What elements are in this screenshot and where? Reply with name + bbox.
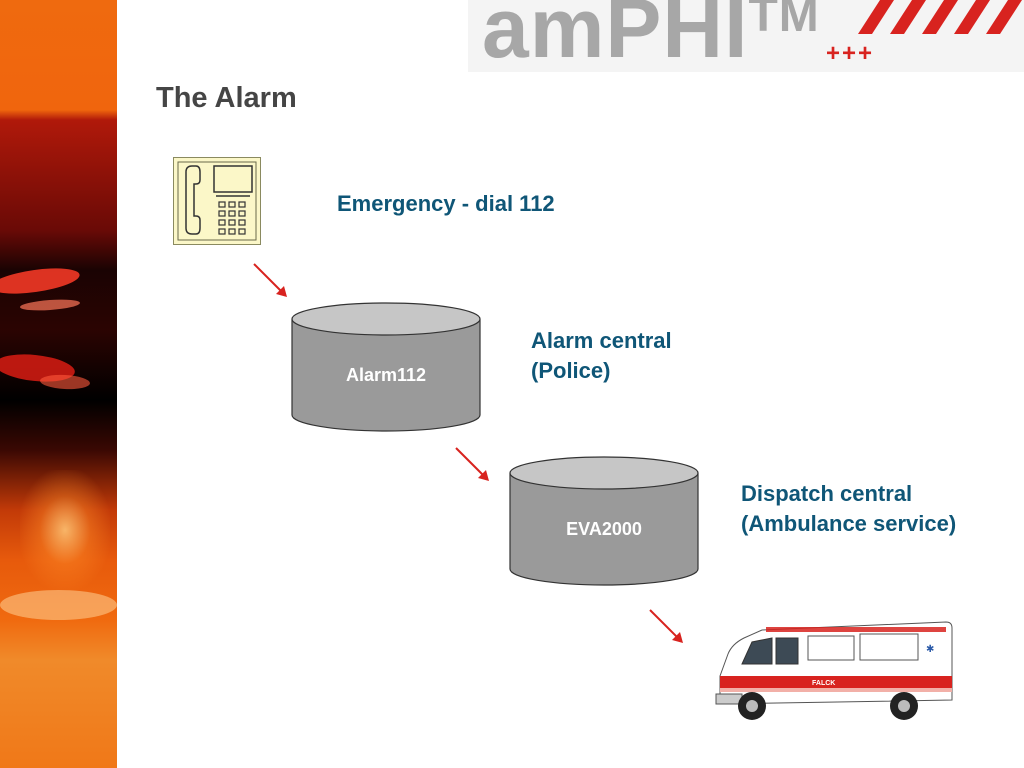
eva2000-label: EVA2000 — [566, 519, 642, 539]
ambulance-side-text: FALCK — [812, 680, 835, 687]
arrow-down-right-icon — [253, 263, 287, 297]
logo-trademark: TM — [748, 0, 820, 42]
alarm112-database: Alarm112 — [290, 302, 482, 434]
svg-text:✱: ✱ — [926, 644, 934, 655]
dispatch-central-label: Dispatch central (Ambulance service) — [741, 479, 956, 539]
alarm112-label: Alarm112 — [345, 365, 427, 385]
logo-banner — [468, 0, 1024, 72]
slide-title: The Alarm — [156, 82, 297, 114]
amphi-logo: amPHITM — [482, 0, 820, 70]
dispatch-central-line2: (Ambulance service) — [741, 511, 957, 536]
telephone-icon — [173, 157, 261, 245]
alarm-central-label: Alarm central (Police) — [531, 326, 672, 386]
dispatch-central-line1: Dispatch central — [741, 481, 913, 506]
logo-plus-marks: +++ — [826, 40, 875, 67]
logo-stripes-graphic — [858, 0, 1022, 34]
alarm-central-line2: (Police) — [531, 358, 611, 383]
ambulance-image: FALCK ✱ — [715, 621, 953, 720]
decorative-photo-band — [0, 0, 117, 768]
logo-wordmark: amPHI — [482, 0, 749, 75]
emergency-label: Emergency - dial 112 — [337, 191, 555, 216]
alarm-central-line1: Alarm central — [531, 328, 672, 353]
eva2000-database: EVA2000 — [508, 456, 700, 588]
arrow-down-right-icon — [455, 447, 489, 481]
arrow-down-right-icon — [649, 609, 683, 643]
